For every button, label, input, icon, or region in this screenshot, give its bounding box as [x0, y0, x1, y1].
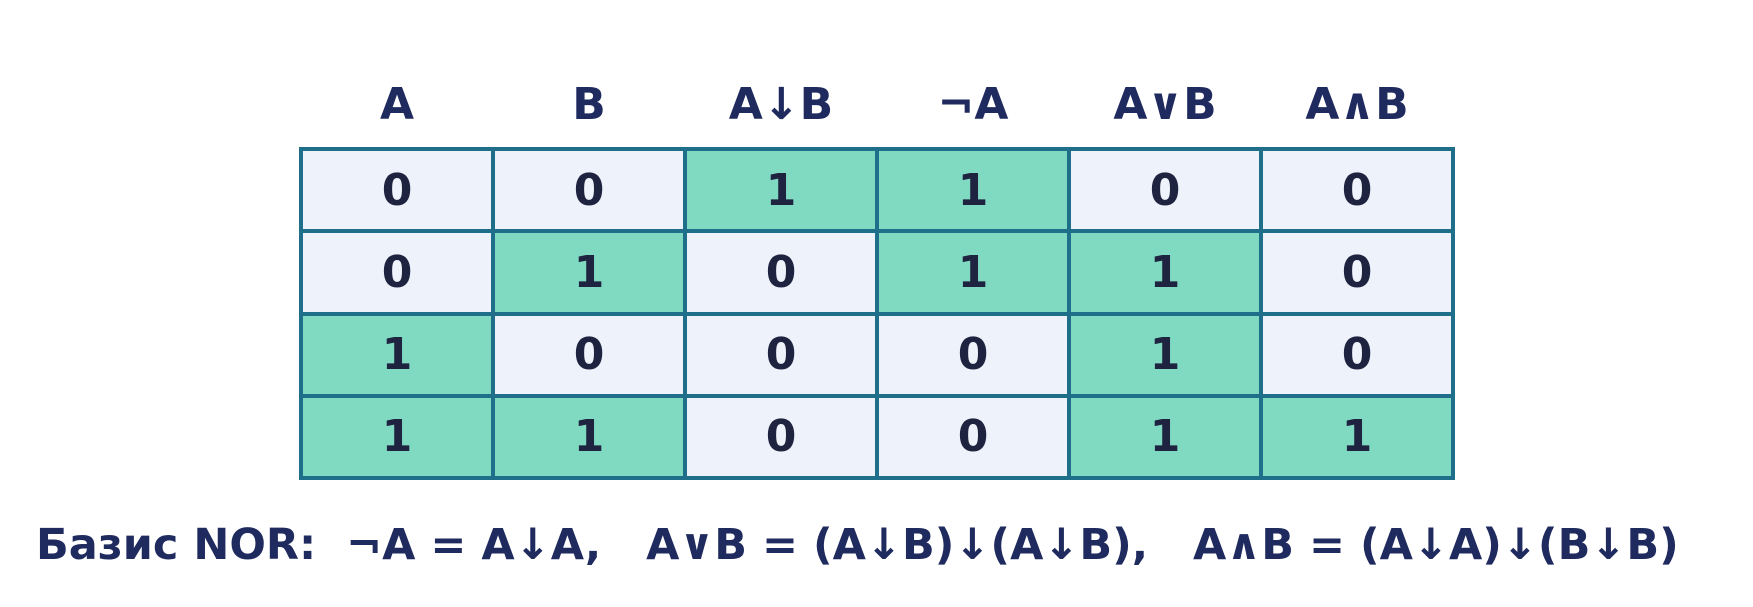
table-cell: 0 [1071, 151, 1259, 230]
table-cell: 1 [1071, 233, 1259, 312]
table-cell: 1 [303, 397, 491, 476]
table-cell: 0 [303, 151, 491, 230]
table-cell: 0 [1263, 233, 1451, 312]
column-header-b: B [572, 79, 606, 130]
table-cell: 0 [687, 397, 875, 476]
column-header-or: A∨B [1113, 79, 1217, 130]
truth-table: 0 0 1 1 0 0 0 1 0 1 1 0 1 0 0 0 1 0 1 1 … [299, 147, 1455, 480]
table-cell: 0 [879, 315, 1067, 394]
table-cell: 1 [1263, 397, 1451, 476]
table-header-row: A B A↓B ¬A A∨B A∧B [301, 75, 1453, 135]
column-header-a: A [379, 79, 415, 130]
table-cell: 1 [495, 233, 683, 312]
table-cell: 0 [1263, 151, 1451, 230]
table-cell: 1 [687, 151, 875, 230]
column-header-nor: A↓B [728, 79, 834, 130]
table-cell: 0 [879, 397, 1067, 476]
table-cell: 1 [879, 233, 1067, 312]
column-header-not-a: ¬A [937, 79, 1009, 130]
column-header-and: A∧B [1305, 79, 1409, 130]
table-cell: 1 [1071, 315, 1259, 394]
table-cell: 0 [303, 233, 491, 312]
table-cell: 1 [879, 151, 1067, 230]
table-cell: 0 [495, 151, 683, 230]
nor-basis-formula: Базис NOR: ¬A = A↓A, A∨B = (A↓B)↓(A↓B), … [36, 520, 1679, 570]
table-cell: 1 [495, 397, 683, 476]
table-cell: 0 [687, 233, 875, 312]
table-cell: 1 [1071, 397, 1259, 476]
table-cell: 0 [687, 315, 875, 394]
table-cell: 0 [1263, 315, 1451, 394]
table-cell: 0 [495, 315, 683, 394]
table-cell: 1 [303, 315, 491, 394]
